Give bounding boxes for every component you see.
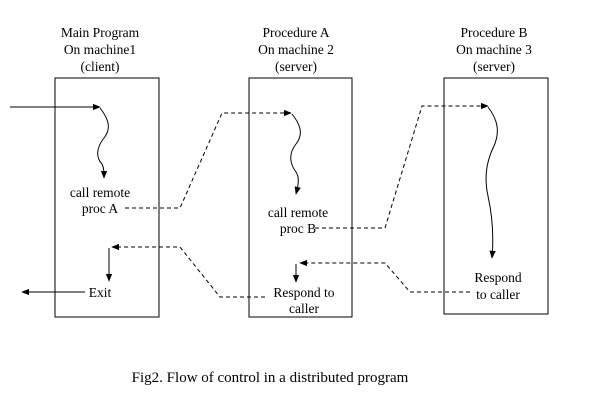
call-remote-a-line2: proc A bbox=[82, 201, 119, 216]
procedure-a-heading-line1: Procedure A bbox=[262, 25, 329, 40]
return-to-procedure-a bbox=[299, 259, 470, 293]
procedure-b-flow-squiggle bbox=[485, 106, 498, 259]
procedure-a-flow-squiggle bbox=[290, 113, 301, 195]
respond-b-line1: Respond bbox=[474, 270, 522, 285]
respond-a-line2: caller bbox=[289, 301, 319, 316]
figure-caption: Fig2. Flow of control in a distributed p… bbox=[132, 370, 409, 386]
return-to-main-program bbox=[111, 243, 265, 298]
call-to-procedure-a bbox=[125, 109, 292, 209]
procedure-b-heading-line1: Procedure B bbox=[460, 25, 527, 40]
procedure-a-heading-line2: On machine 2 bbox=[258, 42, 334, 57]
respond-a-line1: Respond to bbox=[273, 285, 334, 300]
call-remote-a-line1: call remote bbox=[70, 185, 130, 200]
procedure-b-box bbox=[443, 77, 549, 315]
procedure-a-box bbox=[248, 77, 353, 318]
respond-b-line2: to caller bbox=[476, 287, 520, 302]
call-to-procedure-b bbox=[315, 102, 489, 229]
main-program-heading-line2: On machine1 bbox=[64, 42, 136, 57]
call-remote-b-line2: proc B bbox=[280, 221, 316, 236]
call-remote-b-line1: call remote bbox=[268, 205, 328, 220]
procedure-b-heading-line2: On machine 3 bbox=[456, 42, 532, 57]
procedure-b-heading-line3: (server) bbox=[473, 59, 515, 74]
main-program-flow-squiggle bbox=[97, 107, 109, 179]
exit-label: Exit bbox=[89, 285, 112, 300]
main-program-heading-line3: (client) bbox=[81, 59, 120, 74]
main-program-heading-line1: Main Program bbox=[61, 25, 140, 40]
main-program-box bbox=[54, 77, 160, 318]
procedure-a-heading-line3: (server) bbox=[275, 59, 317, 74]
